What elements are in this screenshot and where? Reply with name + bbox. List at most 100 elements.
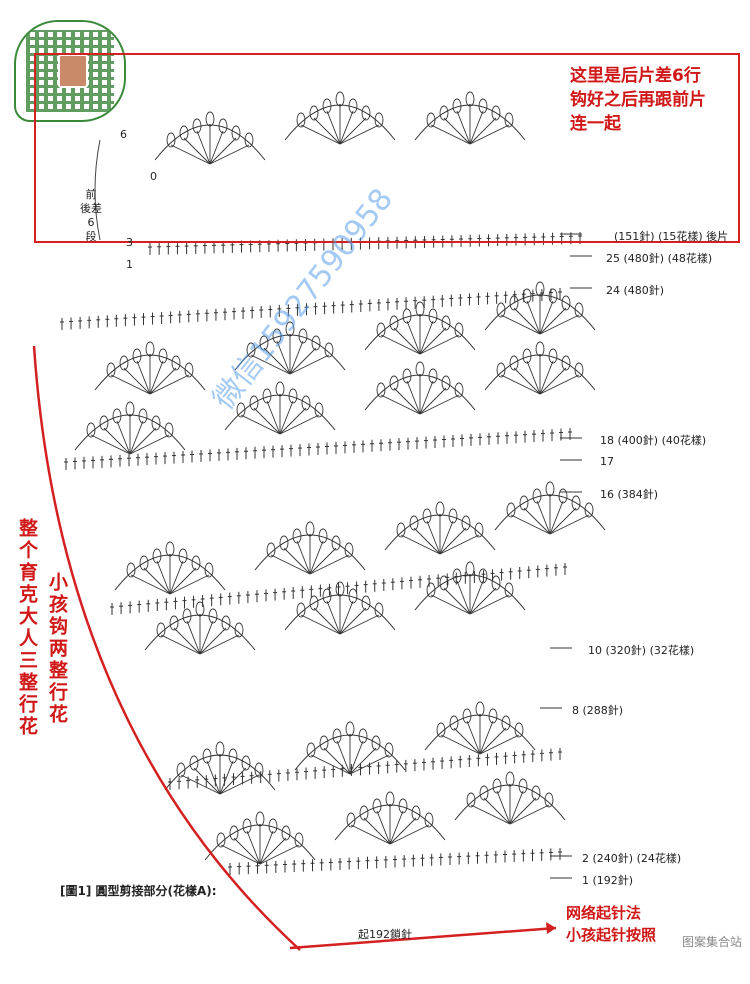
puff-stitch bbox=[505, 771, 515, 787]
puff-stitch bbox=[236, 402, 246, 418]
shell-stitch bbox=[380, 394, 421, 415]
puff-stitch bbox=[478, 98, 488, 114]
shell-stitch bbox=[453, 727, 481, 755]
shell-stitch bbox=[116, 420, 131, 455]
puff-stitch bbox=[255, 811, 265, 827]
puff-stitch bbox=[311, 335, 321, 351]
shell-stitch bbox=[439, 534, 480, 555]
puff-stitch bbox=[461, 515, 471, 531]
shell-stitch bbox=[129, 427, 157, 455]
puff-stitch bbox=[166, 132, 176, 148]
shell-stitch bbox=[220, 844, 261, 865]
shell-stitch bbox=[430, 124, 471, 145]
row-label-6: 6 bbox=[120, 128, 127, 141]
puff-stitch bbox=[435, 501, 445, 517]
shell-stitch bbox=[479, 734, 520, 755]
shell-stitch bbox=[169, 560, 184, 595]
puff-stitch bbox=[309, 595, 319, 611]
puff-stitch bbox=[178, 548, 188, 564]
label-row-16: 16 (384針) bbox=[600, 488, 659, 501]
puff-stitch bbox=[182, 608, 192, 624]
shell-stitch bbox=[419, 387, 447, 415]
puff-stitch bbox=[221, 615, 231, 631]
shell-stitch bbox=[279, 414, 320, 435]
puff-stitch bbox=[466, 792, 476, 808]
puff-stitch bbox=[215, 741, 225, 757]
shell-stitch bbox=[149, 360, 164, 395]
puff-stitch bbox=[402, 368, 412, 384]
puff-stitch bbox=[86, 422, 96, 438]
puff-stitch bbox=[234, 622, 244, 638]
shell-stitch bbox=[180, 774, 221, 795]
puff-stitch bbox=[246, 342, 256, 358]
puff-stitch bbox=[465, 91, 475, 107]
shell-stitch bbox=[253, 407, 281, 435]
puff-stitch bbox=[374, 112, 384, 128]
shell-stitch bbox=[160, 634, 201, 655]
shell-stitch bbox=[170, 144, 211, 165]
shell-stitch bbox=[259, 844, 300, 865]
puff-stitch bbox=[535, 281, 545, 297]
puff-stitch bbox=[132, 348, 142, 364]
puff-stitch bbox=[491, 575, 501, 591]
shell-stitch bbox=[536, 500, 551, 535]
puff-stitch bbox=[335, 581, 345, 597]
puff-stitch bbox=[99, 415, 109, 431]
shell-stitch bbox=[219, 760, 234, 795]
puff-stitch bbox=[189, 755, 199, 771]
shell-stitch bbox=[339, 607, 367, 635]
puff-stitch bbox=[322, 98, 332, 114]
shell-stitch bbox=[289, 354, 330, 375]
shell-stitch bbox=[326, 110, 341, 145]
puff-stitch bbox=[522, 288, 532, 304]
puff-stitch bbox=[441, 315, 451, 331]
puff-stitch bbox=[259, 335, 269, 351]
red-arrow-head bbox=[546, 922, 556, 934]
puff-stitch bbox=[266, 542, 276, 558]
puff-stitch bbox=[415, 361, 425, 377]
puff-stitch bbox=[275, 381, 285, 397]
shell-stitch bbox=[500, 374, 541, 395]
puff-stitch bbox=[202, 748, 212, 764]
puff-stitch bbox=[254, 762, 264, 778]
shell-stitch bbox=[479, 720, 494, 755]
puff-stitch bbox=[428, 308, 438, 324]
puff-stitch bbox=[441, 375, 451, 391]
shell-stitch bbox=[479, 727, 507, 755]
puff-stitch bbox=[156, 622, 166, 638]
shell-stitch bbox=[439, 520, 454, 555]
shell-stitch bbox=[313, 117, 341, 145]
shell-stitch bbox=[443, 587, 471, 615]
puff-stitch bbox=[242, 818, 252, 834]
puff-stitch bbox=[531, 785, 541, 801]
shell-stitch bbox=[419, 394, 460, 415]
side-label-line-4: 段 bbox=[85, 230, 97, 243]
shell-stitch bbox=[259, 830, 274, 865]
puff-stitch bbox=[151, 415, 161, 431]
row-label-3: 3 bbox=[126, 236, 133, 249]
shell-stitch bbox=[376, 810, 391, 845]
puff-stitch bbox=[169, 615, 179, 631]
puff-stitch bbox=[436, 722, 446, 738]
puff-stitch bbox=[298, 328, 308, 344]
puff-stitch bbox=[301, 395, 311, 411]
puff-stitch bbox=[492, 778, 502, 794]
shell-stitch bbox=[470, 804, 511, 825]
puff-stitch bbox=[478, 568, 488, 584]
puff-stitch bbox=[384, 742, 394, 758]
puff-stitch bbox=[522, 348, 532, 364]
puff-stitch bbox=[372, 798, 382, 814]
puff-stitch bbox=[268, 818, 278, 834]
shell-stitch bbox=[339, 614, 380, 635]
shell-stitch bbox=[526, 300, 541, 335]
shell-stitch bbox=[336, 740, 351, 775]
bottom-note-line-1: 网络起针法 bbox=[566, 904, 642, 922]
puff-stitch bbox=[415, 301, 425, 317]
puff-stitch bbox=[519, 495, 529, 511]
shell-stitch bbox=[289, 347, 317, 375]
puff-stitch bbox=[509, 295, 519, 311]
chain-start-note: 网络起针法 小孩起针按照 bbox=[566, 902, 746, 946]
shell-stitch bbox=[219, 767, 247, 795]
puff-stitch bbox=[584, 502, 594, 518]
